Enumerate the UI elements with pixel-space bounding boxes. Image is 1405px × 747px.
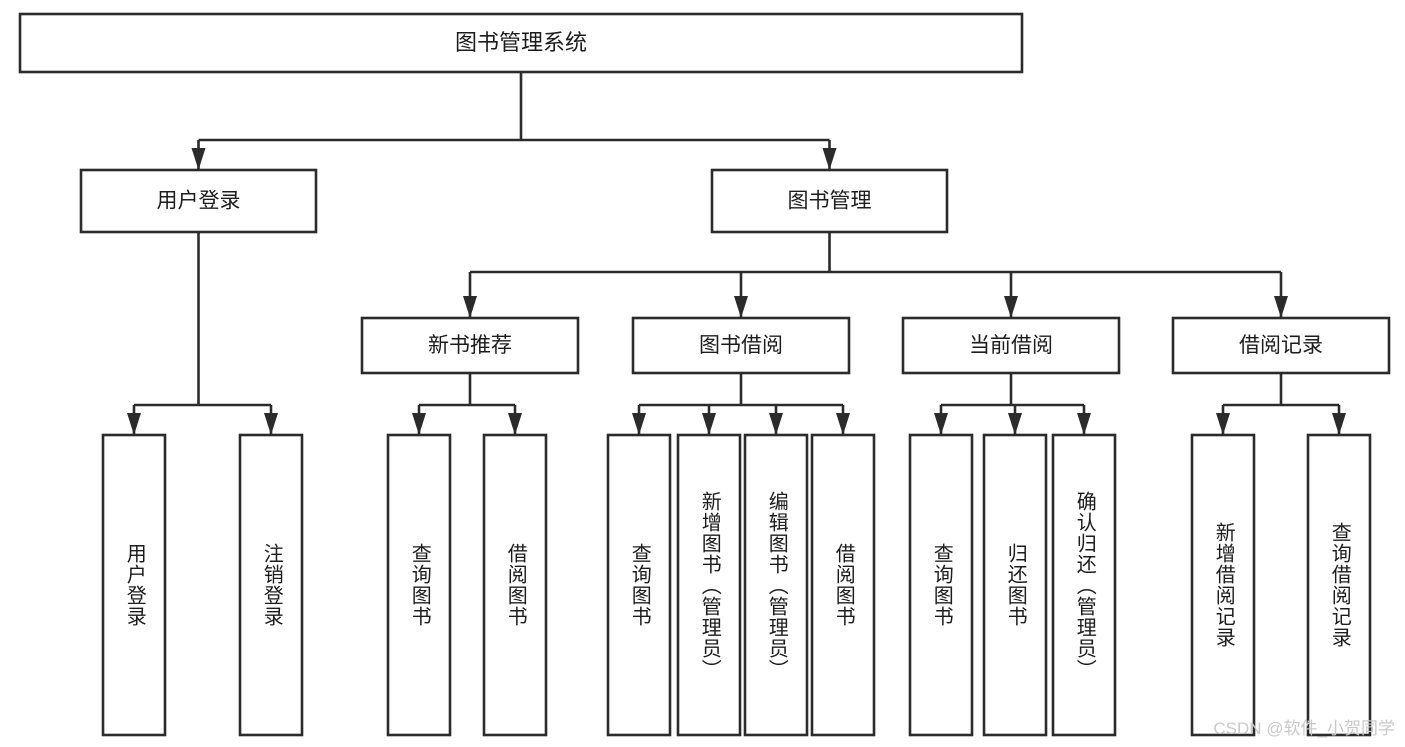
arrowhead-userlogin-to-leaf-user-login	[127, 413, 141, 435]
arrowhead-bookmanage-to-new-book-recommend	[463, 296, 477, 318]
arrowhead-book-borrow-to-leaf-query-book-2	[632, 413, 646, 435]
arrowhead-current-borrow-to-leaf-return-book	[1008, 413, 1022, 435]
node-box-user-login	[79, 168, 318, 234]
node-box-book-manage	[710, 168, 949, 234]
node-box-current-borrow	[901, 316, 1121, 375]
arrowhead-current-borrow-to-leaf-query-book-3	[934, 413, 948, 435]
node-box-borrow-record	[1171, 316, 1391, 375]
leaf-box-leaf-query-book-2	[606, 433, 672, 737]
connectors-layer	[127, 72, 1346, 435]
arrowhead-book-borrow-to-leaf-add-book-admin	[702, 413, 716, 435]
leaf-box-leaf-borrow-book-2	[810, 433, 876, 737]
arrowhead-borrow-record-to-leaf-query-borrow-record	[1332, 413, 1346, 435]
leaf-box-leaf-query-book-1	[386, 433, 452, 737]
leaf-box-leaf-user-login	[101, 433, 167, 737]
arrowhead-bookmanage-to-current-borrow	[1004, 296, 1018, 318]
leaf-box-leaf-borrow-book-1	[482, 433, 548, 737]
arrowhead-root-to-book-manage	[822, 148, 837, 170]
leaf-box-leaf-return-book	[982, 433, 1048, 737]
arrowhead-new-book-recommend-to-leaf-query-book-1	[412, 413, 426, 435]
node-label-current-borrow: 当前借阅	[969, 334, 1053, 357]
node-label-book-borrow: 图书借阅	[699, 334, 783, 357]
node-label-user-login: 用户登录	[157, 190, 241, 213]
leaf-box-leaf-confirm-return-admin	[1051, 433, 1117, 737]
arrowhead-new-book-recommend-to-leaf-borrow-book-1	[508, 413, 522, 435]
leaf-box-leaf-query-book-3	[908, 433, 974, 737]
arrowhead-bookmanage-to-borrow-record	[1274, 296, 1288, 318]
node-label-new-book-recommend: 新书推荐	[428, 334, 512, 357]
node-box-new-book-recommend	[360, 316, 580, 375]
node-label-borrow-record: 借阅记录	[1239, 334, 1323, 357]
arrowhead-bookmanage-to-book-borrow	[734, 296, 748, 318]
leaf-box-leaf-add-borrow-record	[1190, 433, 1256, 737]
arrowhead-book-borrow-to-leaf-edit-book-admin	[769, 413, 783, 435]
leaf-box-leaf-edit-book-admin	[743, 433, 809, 737]
leaf-box-leaf-add-book-admin	[676, 433, 742, 737]
arrowhead-userlogin-to-leaf-logout-login	[264, 413, 278, 435]
arrowhead-book-borrow-to-leaf-borrow-book-2	[836, 413, 850, 435]
node-box-root	[18, 12, 1024, 74]
leaf-box-leaf-query-borrow-record	[1306, 433, 1372, 737]
arrowhead-borrow-record-to-leaf-add-borrow-record	[1216, 413, 1230, 435]
node-box-book-borrow	[631, 316, 851, 375]
leaf-box-leaf-logout-login	[238, 433, 304, 737]
arrowhead-root-to-user-login	[191, 148, 206, 170]
arrowhead-current-borrow-to-leaf-confirm-return-admin	[1077, 413, 1091, 435]
watermark-text: CSDN @软件_小贺同学	[1213, 719, 1395, 738]
node-label-book-manage: 图书管理	[788, 190, 872, 213]
node-label-root: 图书管理系统	[455, 30, 587, 55]
boxes-layer	[18, 12, 1391, 737]
